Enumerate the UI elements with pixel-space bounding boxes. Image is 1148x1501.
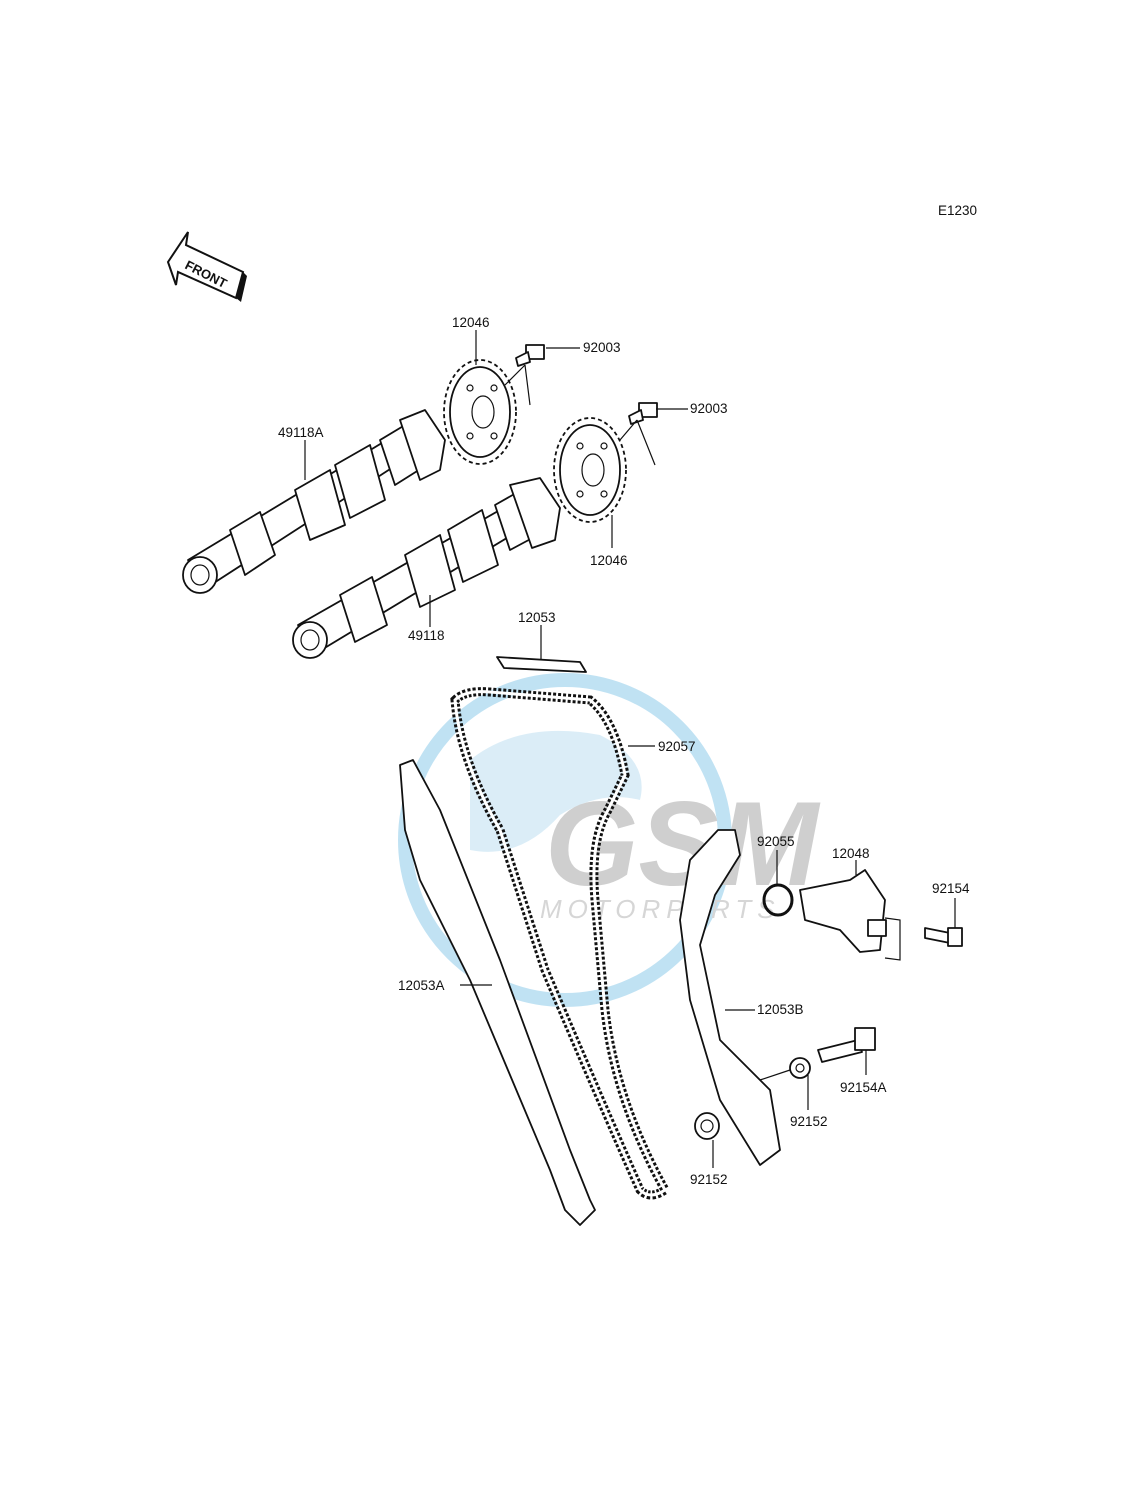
callout-92003b: 92003 [690, 401, 728, 416]
callout-92154: 92154 [932, 881, 970, 896]
bolt-92154A [817, 1027, 876, 1063]
sprocket-upper [443, 359, 517, 465]
camshaft-49118 [292, 477, 561, 659]
callout-12048: 12048 [832, 846, 870, 861]
camshaft-49118A [182, 409, 446, 594]
callout-49118: 49118 [408, 628, 445, 643]
collar-92152-upper [789, 1057, 811, 1079]
callout-12046b: 12046 [590, 553, 628, 568]
guide-12053A [399, 759, 596, 1226]
tensioner-12048 [799, 869, 887, 953]
callout-92152a: 92152 [790, 1114, 828, 1129]
callout-92152b: 92152 [690, 1172, 728, 1187]
callout-12046a: 12046 [452, 315, 490, 330]
bolt-92154 [924, 927, 963, 947]
sprocket-lower [553, 417, 627, 523]
front-arrow-icon: FRONT [166, 231, 247, 302]
callout-92057: 92057 [658, 739, 696, 754]
callout-12053: 12053 [518, 610, 556, 625]
callout-92003a: 92003 [583, 340, 621, 355]
watermark-brand: MOTORPARTS [540, 894, 781, 924]
guide-12053 [496, 656, 587, 673]
callout-12053B: 12053B [757, 1002, 804, 1017]
chain-92057 [450, 687, 671, 1200]
watermark-logo: GSM MOTORPARTS [398, 673, 821, 1007]
o-ring-92055 [762, 883, 794, 917]
leader-lines [304, 330, 956, 1168]
guide-12053B [679, 829, 781, 1166]
collar-92152-lower [694, 1112, 720, 1140]
callout-92055: 92055 [757, 834, 795, 849]
bolt-92003-lower [628, 402, 658, 425]
callout-92154A: 92154A [840, 1080, 887, 1095]
bolt-92003-upper [515, 344, 545, 367]
callout-49118A: 49118A [278, 425, 324, 440]
callout-12053A: 12053A [398, 978, 445, 993]
diagram-code: E1230 [938, 203, 977, 218]
